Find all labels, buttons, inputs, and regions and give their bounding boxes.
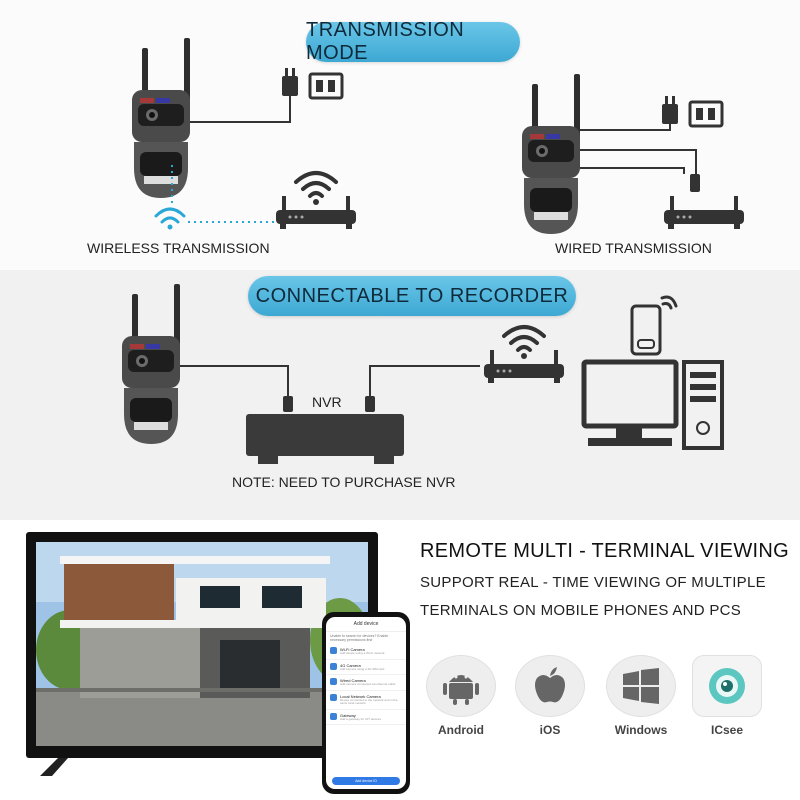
platform-windows: Windows [604, 655, 678, 737]
platform-icsee: ICsee [690, 655, 764, 737]
remote-viewing-subline-1: SUPPORT REAL - TIME VIEWING OF MULTIPLE [420, 574, 766, 591]
nvr-note: NOTE: NEED TO PURCHASE NVR [232, 474, 456, 490]
connection-diagram [122, 38, 744, 464]
4g-camera-icon [330, 662, 337, 670]
router-wired [664, 196, 744, 229]
local-network-camera-icon [330, 693, 337, 701]
list-item[interactable]: 4G Camera Add camera using a 4G SIM card [326, 660, 406, 675]
connectable-to-recorder-title: CONNECTABLE TO RECORDER [248, 276, 576, 316]
nvr-device [246, 414, 404, 464]
list-item[interactable]: Local Network Camera Device connected to… [326, 691, 406, 710]
list-item-desc: Add device using a Wi-Fi network [340, 651, 385, 655]
ethernet-plug-icon [690, 174, 700, 192]
gateway-icon [330, 712, 337, 720]
list-item-desc: Device connected to the network and in t… [340, 697, 398, 705]
platform-name: Windows [614, 723, 668, 737]
list-item[interactable]: Gateway Add a gateway for IOT devices [326, 710, 406, 725]
list-item-title: Local Network Camera [340, 693, 381, 699]
nvr-label: NVR [312, 394, 342, 410]
android-icon [426, 655, 496, 717]
smartphone-icon [630, 304, 662, 356]
remote-viewing-subline-2: TERMINALS ON MOBILE PHONES AND PCS [420, 602, 742, 619]
platform-name: iOS [539, 723, 561, 737]
platform-name: ICsee [710, 723, 744, 737]
wifi-camera-icon [330, 647, 337, 654]
list-item-title: 4G Camera [340, 662, 361, 668]
list-item-desc: Add camera using a 4G SIM card [340, 666, 385, 671]
list-item-desc: Add camera connected via ethernet cable [340, 682, 396, 686]
windows-icon [606, 655, 676, 717]
router-recorder-wifi-icon [502, 325, 546, 361]
list-item[interactable]: Wi-Fi Camera Add device using a Wi-Fi ne… [326, 644, 406, 660]
wired-camera-icon [330, 678, 337, 685]
wifi-signal-icon [154, 207, 186, 230]
power-adapter-icon [280, 66, 344, 100]
camera-wireless [132, 38, 190, 198]
add-device-id-button[interactable]: Add device ID [332, 777, 400, 785]
camera-recorder [122, 284, 180, 444]
phone-screen-hint: Unable to search for devices? Enable nec… [330, 634, 389, 642]
transmission-mode-title: TRANSMISSION MODE [306, 19, 520, 64]
phone-wifi-icon [660, 295, 678, 310]
apple-icon [515, 655, 585, 717]
camera-wired [522, 74, 580, 234]
list-item-title: Wired Camera [340, 678, 366, 683]
platform-name: Android [438, 723, 484, 737]
icsee-app-icon [692, 655, 762, 717]
wireless-transmission-label: WIRELESS TRANSMISSION [87, 240, 270, 256]
list-item-title: Wi-Fi Camera [340, 647, 365, 652]
list-item[interactable]: Wired Camera Add camera connected via et… [326, 675, 406, 691]
power-adapter-icon-2 [660, 94, 724, 128]
platform-ios: iOS [513, 655, 587, 737]
remote-viewing-headline: REMOTE MULTI - TERMINAL VIEWING [420, 540, 789, 562]
list-item-title: Gateway [340, 712, 356, 718]
phone-screen-header: Add device [326, 617, 406, 632]
list-item-desc: Add a gateway for IOT devices [340, 716, 381, 721]
phone-screen: Add device Unable to search for devices?… [326, 617, 406, 789]
wired-transmission-label: WIRED TRANSMISSION [555, 240, 712, 256]
router-wifi-icon [294, 171, 338, 207]
platform-android: Android [424, 655, 498, 737]
desktop-computer-icon [581, 359, 724, 450]
smartphone-app-mockup: Add device Unable to search for devices?… [322, 612, 410, 794]
